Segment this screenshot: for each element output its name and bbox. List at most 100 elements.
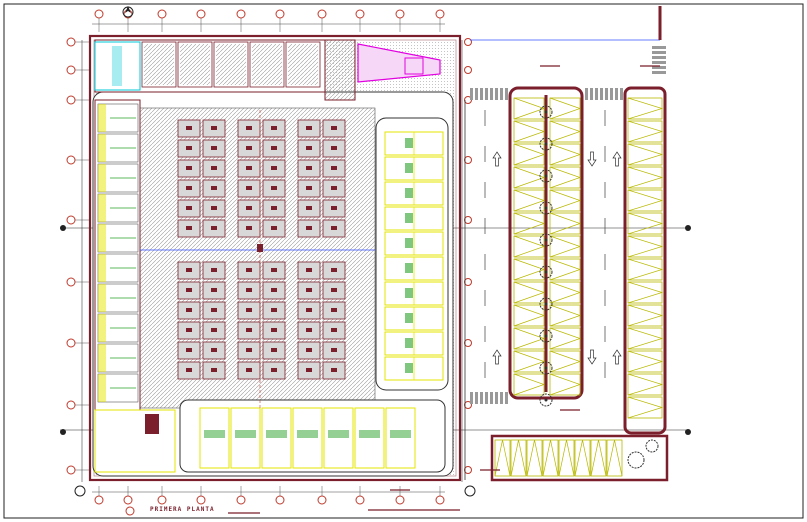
stall-counter-mark <box>271 166 277 170</box>
axis-bubble-icon <box>464 156 472 164</box>
parking-space <box>627 97 663 120</box>
crosswalk-stripe <box>490 88 493 100</box>
tree-symbol-icon <box>539 201 553 215</box>
bottom-wing-shop <box>199 407 230 469</box>
stall-counter-mark <box>271 206 277 210</box>
parking-space-mark <box>627 281 664 304</box>
parking-space-mark <box>513 327 546 350</box>
parking-space <box>513 235 545 258</box>
axis-bubble-icon <box>435 9 445 19</box>
tree-symbol-icon <box>539 329 553 343</box>
crosswalk-stripe <box>495 392 498 404</box>
stall-counter-mark <box>306 268 312 272</box>
axis-bubble-icon <box>435 495 445 505</box>
stall-counter-mark <box>306 186 312 190</box>
crosswalk-stripe <box>505 392 508 404</box>
parking-space-mark <box>627 373 664 396</box>
stall-counter-mark <box>211 348 217 352</box>
axis-bubble-icon <box>464 466 472 474</box>
crosswalk-stripe <box>495 88 498 100</box>
stall-counter-mark <box>211 308 217 312</box>
parking-space <box>549 189 581 212</box>
parking-space <box>627 281 663 304</box>
crosswalk-stripe <box>500 392 503 404</box>
shop-fixture <box>405 238 413 248</box>
parking-lot <box>464 6 669 482</box>
stall-counter-mark <box>331 308 337 312</box>
building-outer-wall <box>88 34 462 482</box>
bottom-wing-shop <box>261 407 292 469</box>
section-marker-icon <box>685 429 691 435</box>
parking-space <box>590 439 607 477</box>
stall-counter-mark <box>271 328 277 332</box>
stall-counter-mark <box>186 308 192 312</box>
central-column <box>257 244 263 252</box>
parking-space <box>627 327 663 350</box>
shop-fixture <box>405 213 413 223</box>
restroom-fixtures <box>112 46 122 86</box>
stall-counter-mark <box>211 328 217 332</box>
parking-space <box>627 235 663 258</box>
shop-counter <box>297 430 318 438</box>
parking-space-mark <box>510 439 527 477</box>
bottom-left-room <box>94 409 176 473</box>
tree-symbol-icon <box>544 366 548 370</box>
parking-space-mark <box>526 439 543 477</box>
section-marker-icon <box>464 485 476 497</box>
stall-counter-mark <box>211 146 217 150</box>
stall-counter-mark <box>331 206 337 210</box>
stall-counter-mark <box>246 348 252 352</box>
top-left-restroom <box>94 41 141 91</box>
tree-symbol-icon <box>539 361 553 375</box>
parking-space-mark <box>513 97 546 120</box>
axis-bubble-icon <box>66 155 76 165</box>
axis-bubble-icon <box>66 65 76 75</box>
axis-bubble-icon <box>66 37 76 47</box>
parking-space <box>526 439 543 477</box>
annotation-marks <box>74 65 660 516</box>
crosswalk-stripe <box>652 61 666 64</box>
market-building <box>88 34 462 482</box>
top-wing-room-floor <box>216 44 246 85</box>
section-marker-icon <box>685 225 691 231</box>
stall-counter-mark <box>331 166 337 170</box>
parking-space <box>627 396 663 419</box>
bottom-wing-shop <box>323 407 354 469</box>
stall-counter-mark <box>271 348 277 352</box>
parking-space <box>627 212 663 235</box>
crosswalk-stripe <box>490 392 493 404</box>
parking-space-mark <box>627 143 664 166</box>
parking-space-mark <box>542 439 559 477</box>
central-stall-blocks <box>140 110 375 408</box>
drawing-title-caption: PRIMERA PLANTA <box>150 506 215 513</box>
stall-counter-mark <box>186 146 192 150</box>
parking-space <box>549 281 581 304</box>
shop-counter <box>328 430 349 438</box>
parking-space-mark <box>549 350 582 373</box>
stall-counter-mark <box>306 206 312 210</box>
tree-symbol-icon <box>544 238 548 242</box>
stall-counter-mark <box>271 288 277 292</box>
crosswalk-stripe <box>475 392 478 404</box>
tree-symbol-icon <box>544 110 548 114</box>
stall-counter-mark <box>246 328 252 332</box>
parking-space-mark <box>549 258 582 281</box>
stall-counter-mark <box>246 226 252 230</box>
stall-counter-mark <box>331 146 337 150</box>
parking-space-mark <box>606 439 623 477</box>
service-core <box>145 414 159 434</box>
crosswalk-stripe <box>585 88 588 100</box>
tree-symbol-icon <box>539 169 553 183</box>
shop-counter <box>98 104 106 132</box>
parking-space-mark <box>513 166 546 189</box>
stall-counter-mark <box>271 226 277 230</box>
stall-counter-mark <box>211 288 217 292</box>
stall-counter-mark <box>271 186 277 190</box>
bottom-wing-shop <box>230 407 261 469</box>
axis-bubble-icon <box>464 66 472 74</box>
stall-counter-mark <box>211 206 217 210</box>
parking-space-mark <box>627 235 664 258</box>
stall-counter-mark <box>271 308 277 312</box>
parking-space <box>549 166 581 189</box>
